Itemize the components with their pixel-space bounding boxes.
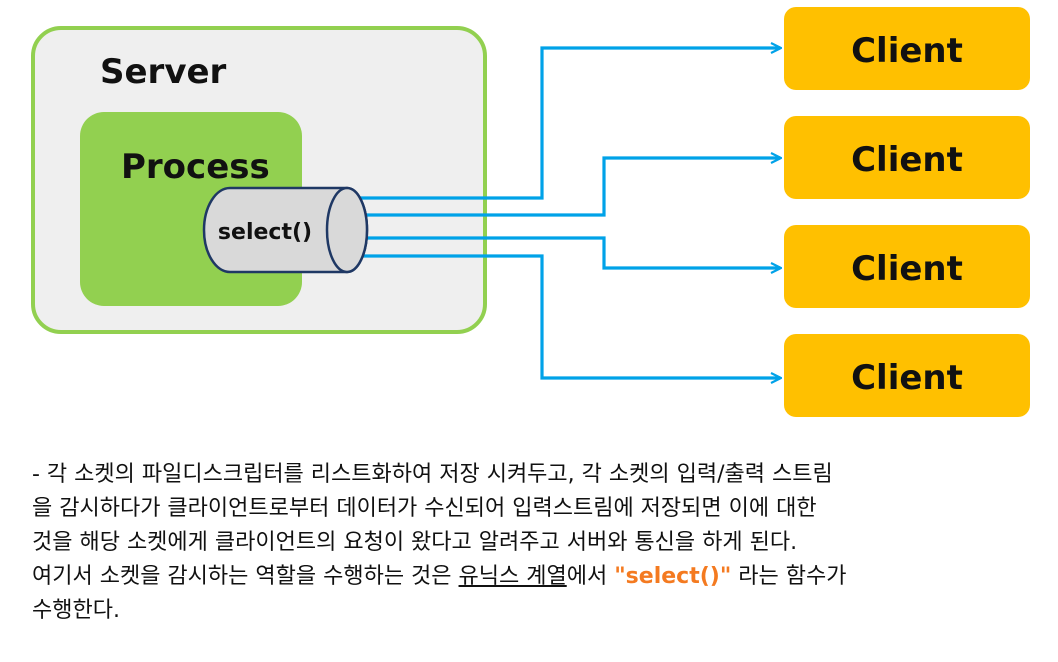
description-line-5: 수행한다. <box>32 598 120 623</box>
line4-mid: 에서 <box>566 564 615 589</box>
client-box-3: Client <box>784 225 1030 308</box>
client-label: Client <box>851 249 963 289</box>
line4-suffix: 라는 함수가 <box>731 564 847 589</box>
select-function-highlight: "select()" <box>614 564 732 589</box>
description-line-4: 여기서 소켓을 감시하는 역할을 수행하는 것은 유닉스 계열에서 "selec… <box>32 560 1032 594</box>
arrow-client-3 <box>330 236 780 268</box>
arrow-client-4 <box>330 254 780 378</box>
unix-family-term: 유닉스 계열 <box>458 564 567 589</box>
select-label: select() <box>218 220 312 245</box>
socket-select-diagram: Server Process select() Client Client Cl… <box>31 7 1030 417</box>
client-label: Client <box>851 140 963 180</box>
description-text: - 각 소켓의 파일디스크립터를 리스트화하여 저장 시켜두고, 각 소켓의 입… <box>32 458 1032 628</box>
client-box-1: Client <box>784 7 1030 90</box>
client-box-4: Client <box>784 334 1030 417</box>
description-line-1: - 각 소켓의 파일디스크립터를 리스트화하여 저장 시켜두고, 각 소켓의 입… <box>32 462 833 487</box>
process-label: Process <box>121 147 270 187</box>
client-label: Client <box>851 31 963 71</box>
select-cylinder: select() <box>202 186 369 274</box>
client-box-2: Client <box>784 116 1030 199</box>
arrow-client-2 <box>330 158 780 217</box>
line4-prefix: 여기서 소켓을 감시하는 역할을 수행하는 것은 <box>32 564 459 589</box>
description-line-3: 것을 해당 소켓에게 클라이언트의 요청이 왔다고 알려주고 서버와 통신을 하… <box>32 530 798 555</box>
connection-arrows <box>330 48 780 378</box>
arrow-client-1 <box>330 48 780 200</box>
client-label: Client <box>851 358 963 398</box>
description-line-2: 을 감시하다가 클라이언트로부터 데이터가 수신되어 입력스트림에 저장되면 이… <box>32 496 817 521</box>
server-label: Server <box>100 52 227 92</box>
